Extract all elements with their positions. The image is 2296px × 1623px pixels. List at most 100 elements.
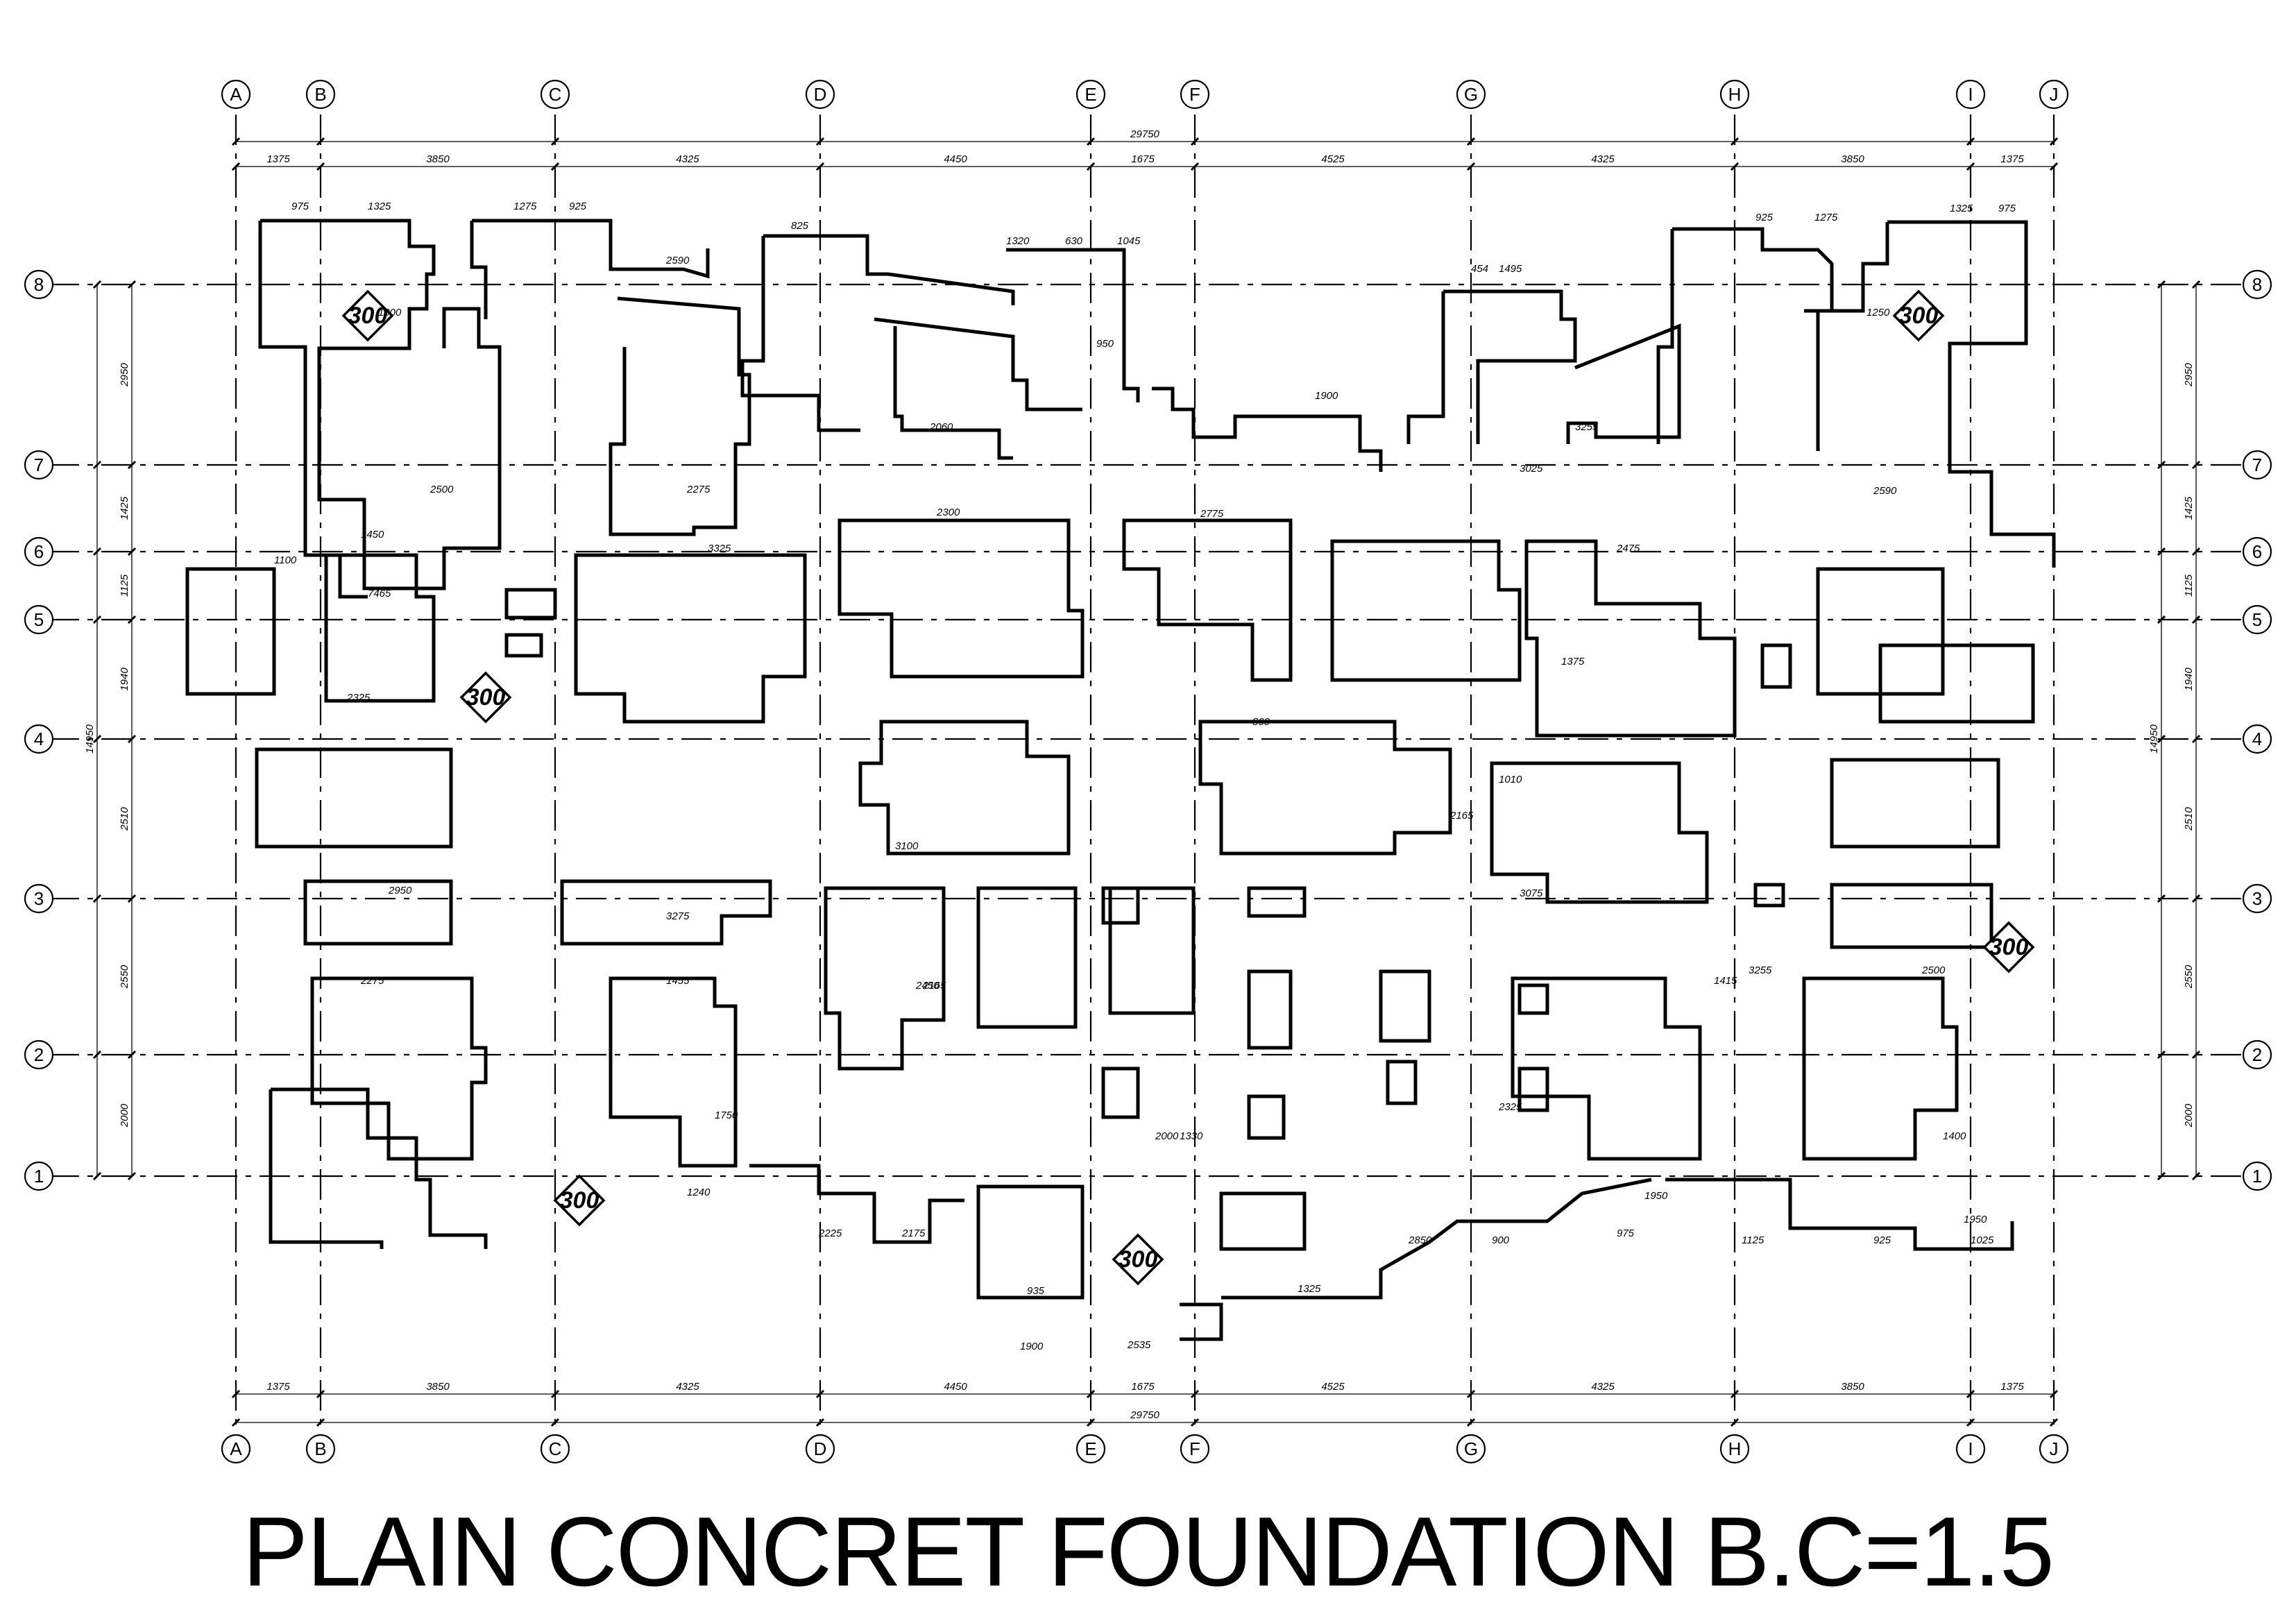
footing-dimension: 1325 — [1950, 203, 1973, 214]
svg-text:300: 300 — [1899, 303, 1939, 329]
footing-dimension: 1750 — [715, 1110, 738, 1121]
footing-dimension: 3100 — [895, 840, 919, 852]
footing-dimension: 3025 — [1520, 463, 1543, 475]
grid-bubble-label: E — [1085, 1438, 1096, 1459]
grid-bubble-label: 4 — [34, 729, 44, 749]
row-spacing-label: 2000 — [119, 1103, 130, 1128]
footing-dimension: 2850 — [1408, 1234, 1432, 1246]
footing-dimension: 900 — [1492, 1234, 1510, 1246]
grid-bubble — [2242, 1039, 2272, 1070]
footing-dimension: 2775 — [1200, 508, 1224, 520]
footing-dimension: 3275 — [666, 910, 690, 922]
grid-bubble-label: 2 — [34, 1044, 44, 1065]
row-overall-label: 14950 — [84, 724, 96, 753]
footing-dimension: 1125 — [1742, 1234, 1764, 1246]
grid-bubble-label: H — [1728, 84, 1742, 105]
grid-bubble-label: J — [2050, 84, 2059, 105]
grid-bubble — [540, 1434, 570, 1464]
column-spacing-label: 1375 — [2000, 1381, 2024, 1393]
footing-dimension: 2275 — [686, 484, 711, 495]
grid-bubble-label: I — [1968, 84, 1973, 105]
column-spacing-label: 4325 — [676, 1381, 699, 1393]
footing-dimension: 2300 — [936, 507, 960, 518]
footing-dimension: 2950 — [388, 885, 412, 897]
column-spacing-label: 3850 — [426, 1381, 450, 1393]
grid-column-e: EE — [1075, 79, 1106, 1464]
footing-dimension: 1950 — [1964, 1214, 1987, 1225]
grid-bubble — [2242, 604, 2272, 635]
grid-bubble — [1955, 1434, 1986, 1464]
footing-dimension: 975 — [1617, 1227, 1635, 1239]
left-dimension-strings — [96, 284, 133, 1176]
grid-bubble — [221, 1434, 251, 1464]
footing-dimension: 1375 — [1561, 656, 1585, 668]
row-spacing-label: 2550 — [2183, 965, 2195, 989]
footing-dimension: 1275 — [1814, 212, 1838, 223]
grid-bubble-label: G — [1464, 84, 1478, 105]
column-spacing-label: 4325 — [676, 153, 699, 165]
footing-dimension: 1495 — [1499, 263, 1522, 275]
grid-bubble — [1955, 79, 1986, 110]
footing-dimension: 975 — [291, 201, 309, 212]
footing-dimension: 2325 — [1498, 1101, 1522, 1113]
row-spacing-label: 2950 — [2183, 363, 2195, 387]
grid-bubble-label: 5 — [2252, 609, 2262, 630]
grid-bubble — [24, 1039, 54, 1070]
grid-column-b: BB — [305, 79, 336, 1464]
grid-bubble-label: 8 — [34, 274, 44, 295]
row-spacing-label: 1125 — [119, 574, 130, 597]
footing-dimension: 2225 — [818, 1227, 842, 1239]
overall-width-label: 29750 — [1130, 128, 1159, 140]
footing-dimension: 1950 — [1644, 1190, 1668, 1202]
thickness-tag: 300 — [1112, 1233, 1164, 1286]
column-spacing-label: 4325 — [1591, 153, 1615, 165]
footing-dimension: 2590 — [665, 255, 690, 266]
footing-dimension: 630 — [1065, 235, 1083, 247]
footing-dimension: 1330 — [1180, 1130, 1203, 1142]
footing-dimension: 1320 — [1006, 235, 1030, 247]
footing-dimension: 1900 — [1315, 390, 1338, 402]
column-spacing-label: 4325 — [1591, 1381, 1615, 1393]
footing-dimension: 1100 — [274, 554, 297, 566]
grid-bubble-label: F — [1189, 84, 1200, 105]
grid-bubble — [1719, 79, 1750, 110]
footing-dimension: 1900 — [1020, 1341, 1044, 1352]
footing-dimension: 925 — [569, 201, 587, 212]
footing-dimension: 1240 — [687, 1187, 711, 1198]
grid-bubble — [540, 79, 570, 110]
grid-bubble-label: F — [1189, 1438, 1200, 1459]
footing-dimension: 2000 — [1155, 1130, 1179, 1142]
footing-dimension: 2500 — [430, 484, 454, 495]
column-spacing-label: 3850 — [426, 153, 450, 165]
thickness-tag: 300 — [341, 289, 394, 342]
grid-bubble — [1075, 79, 1106, 110]
footing-dimension: 800 — [1252, 716, 1270, 728]
footing-dimension: 2590 — [1873, 485, 1897, 497]
grid-bubble-label: D — [814, 84, 827, 105]
thickness-tag: 300 — [1892, 289, 1945, 342]
grid-bubble — [305, 79, 336, 110]
footing-dimension: 2500 — [1921, 965, 1946, 976]
footing-dimension: 1450 — [361, 529, 384, 541]
footing-dimension: 1025 — [1971, 1234, 1994, 1246]
grid-bubble-label: D — [814, 1438, 827, 1459]
grid-bubble-label: 5 — [34, 609, 44, 630]
footing-dimension: 2165 — [1449, 810, 1474, 822]
footing-dimension: 2275 — [360, 975, 384, 987]
grid-bubble-label: 6 — [2252, 541, 2262, 562]
grid-bubble — [24, 269, 54, 300]
grid-bubble-label: 1 — [2252, 1166, 2262, 1187]
row-spacing-label: 1940 — [2183, 668, 2195, 691]
grid-bubble — [24, 724, 54, 754]
footing-dimension: 2535 — [1127, 1339, 1151, 1351]
grid-bubble — [2242, 269, 2272, 300]
grid-bubble — [24, 450, 54, 480]
column-spacing-label: 4525 — [1321, 1381, 1345, 1393]
column-spacing-label: 4525 — [1321, 153, 1345, 165]
footing-dimension: 2475 — [1616, 543, 1640, 554]
grid-bubble — [305, 1434, 336, 1464]
